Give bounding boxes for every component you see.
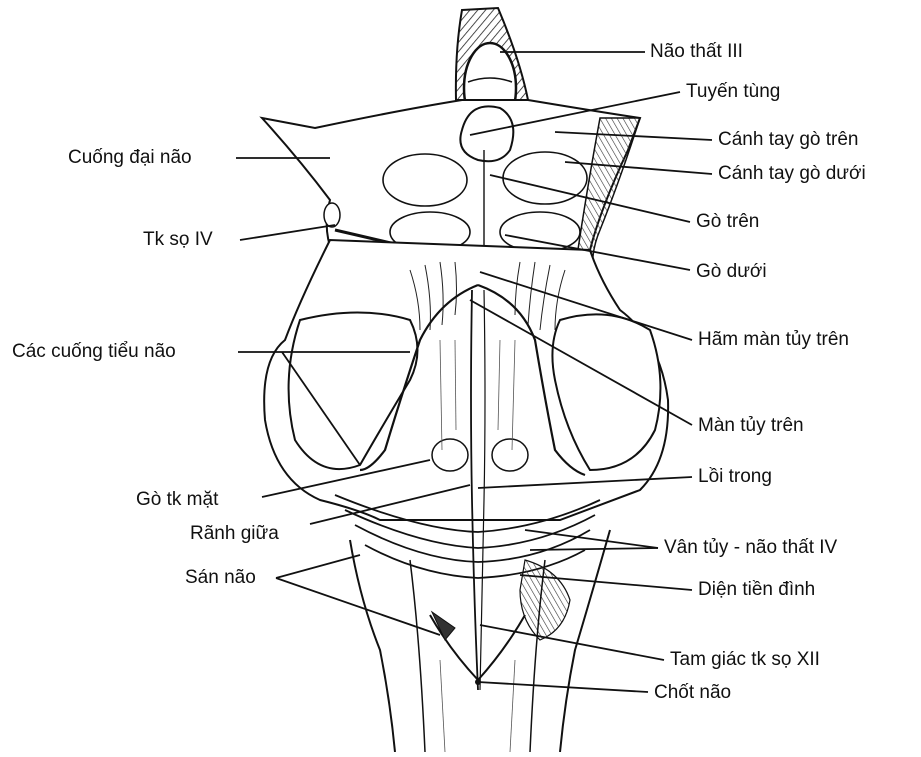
- label-obex: Chốt não: [654, 683, 731, 702]
- label-superior-medullary-velum: Màn tủy trên: [698, 416, 804, 435]
- label-hypoglossal-triangle: Tam giác tk sọ XII: [670, 650, 820, 669]
- medulla-outline: [350, 530, 610, 752]
- label-brachium-superior-colliculus: Cánh tay gò trên: [718, 130, 858, 149]
- label-cerebral-peduncle: Cuống đại não: [68, 148, 192, 167]
- label-frenulum-superior-velum: Hãm màn tủy trên: [698, 330, 849, 349]
- label-inferior-colliculus: Gò dưới: [696, 262, 767, 281]
- label-medial-eminence: Lồi trong: [698, 467, 772, 486]
- label-third-ventricle: Não thất III: [650, 42, 743, 61]
- label-facial-colliculus: Gò tk mặt: [136, 490, 218, 509]
- label-striae-medullares: Vân tủy - não thất IV: [664, 538, 837, 557]
- label-pineal-gland: Tuyến tùng: [686, 82, 780, 101]
- label-brachium-inferior-colliculus: Cánh tay gò dưới: [718, 164, 866, 183]
- label-trochlear-nerve: Tk sọ IV: [143, 230, 213, 249]
- label-superior-colliculus: Gò trên: [696, 212, 759, 231]
- label-cerebellar-peduncles: Các cuống tiểu não: [12, 342, 176, 361]
- label-median-sulcus: Rãnh giữa: [190, 524, 279, 543]
- pineal-gland: [460, 106, 513, 161]
- vestibular-area: [520, 560, 570, 640]
- label-taeniae: Sán não: [185, 568, 256, 587]
- label-vestibular-area: Diện tiền đình: [698, 580, 815, 599]
